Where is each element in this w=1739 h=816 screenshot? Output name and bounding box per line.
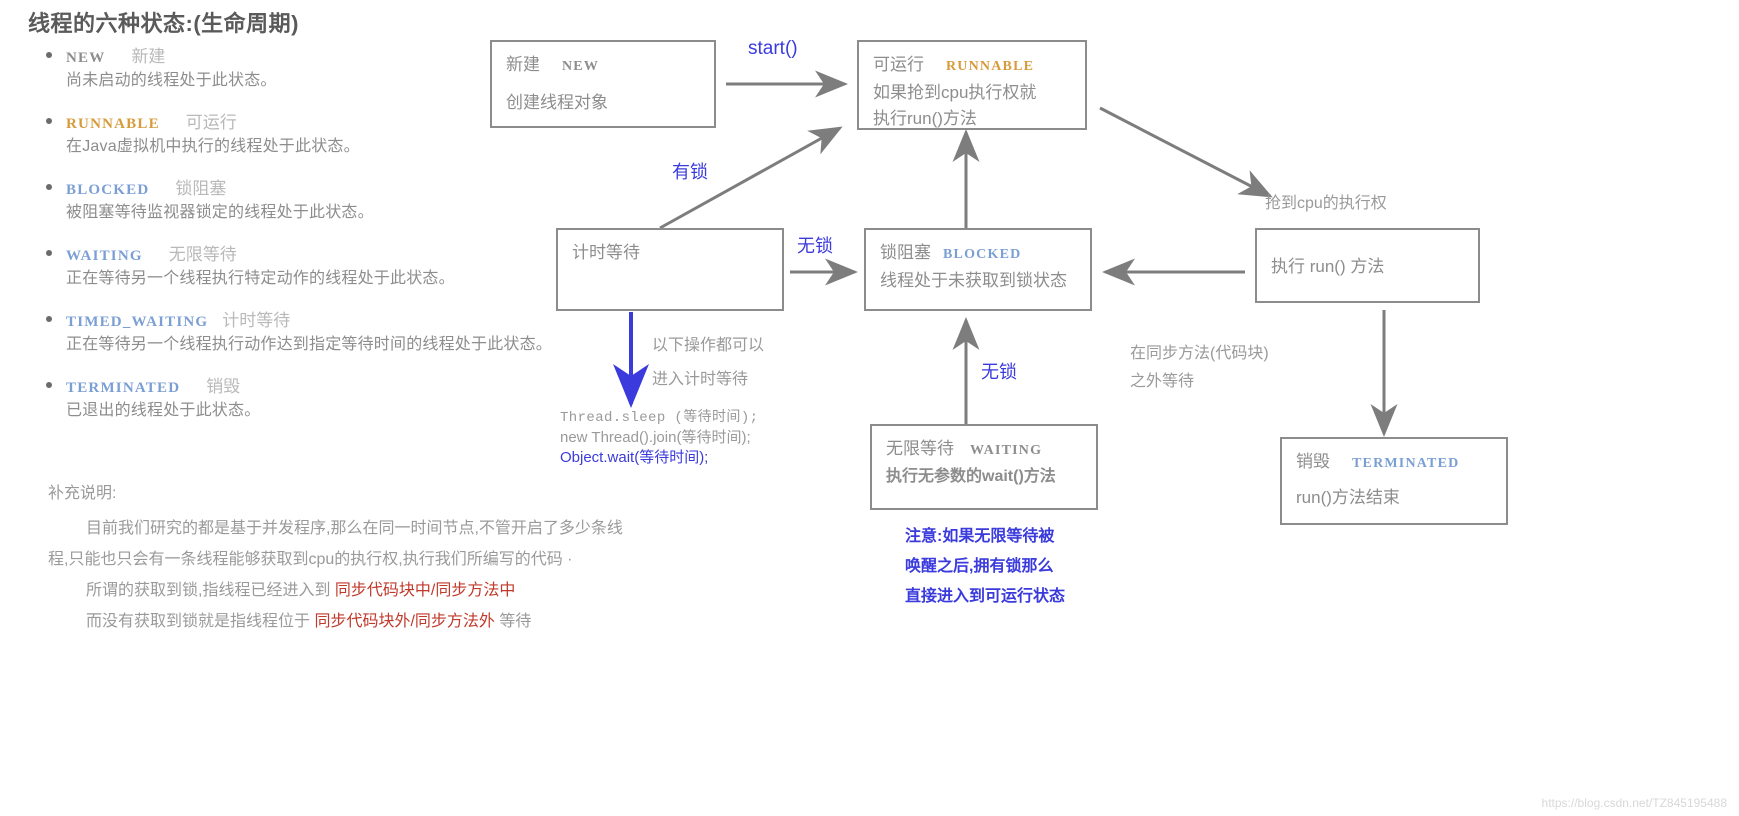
sleep-code-line3: Object.wait(等待时间);	[560, 449, 709, 466]
list-item: BLOCKED 锁阻塞 被阻塞等待监视器锁定的线程处于此状态。	[44, 174, 664, 222]
box-timed-waiting: 计时等待	[556, 228, 784, 311]
box-run-cn: 执行 run() 方法	[1271, 257, 1385, 276]
note-heading: 补充说明:	[48, 485, 117, 502]
sleep-code-block: Thread.sleep (等待时间); new Thread().join(等…	[560, 408, 820, 468]
label-sleep-hint: 以下操作都可以 进入计时等待	[652, 332, 764, 394]
box-blocked-code: BLOCKED	[943, 247, 1022, 262]
box-terminated-cn: 销毁	[1296, 452, 1330, 471]
box-terminated-title-row: 销毁 TERMINATED	[1296, 449, 1492, 477]
state-label-cn: 计时等待	[222, 311, 291, 330]
box-runnable-line3: 执行run()方法	[873, 109, 977, 128]
waiting-note-line1: 注意:如果无限等待被	[905, 528, 1055, 545]
bullet-icon	[46, 184, 52, 190]
box-blocked: 锁阻塞 BLOCKED 线程处于未获取到锁状态	[864, 228, 1092, 311]
state-description: 尚未启动的线程处于此状态。	[66, 72, 277, 89]
label-outside-sync-line1: 在同步方法(代码块)	[1130, 345, 1269, 362]
box-run-method: 执行 run() 方法	[1255, 228, 1480, 303]
note-line-4-text: 而没有获取到锁就是指线程位于	[86, 613, 315, 630]
sleep-code-line1: Thread.sleep (等待时间);	[560, 410, 759, 426]
box-new-line2: 创建线程对象	[506, 93, 608, 112]
box-runnable-title-row: 可运行 RUNNABLE	[873, 52, 1071, 80]
box-waiting: 无限等待 WAITING 执行无参数的wait()方法	[870, 424, 1098, 510]
label-sleep-hint-line2: 进入计时等待	[652, 371, 749, 388]
box-runnable-code: RUNNABLE	[946, 59, 1035, 74]
box-waiting-code: WAITING	[970, 443, 1043, 458]
bullet-icon	[46, 52, 52, 58]
state-code: NEW	[66, 50, 106, 66]
box-terminated: 销毁 TERMINATED run()方法结束	[1280, 437, 1508, 525]
label-no-lock-lower: 无锁	[981, 362, 1017, 382]
arrow-runnable-to-run	[1099, 106, 1273, 198]
box-waiting-title-row: 无限等待 WAITING	[886, 436, 1082, 464]
box-timed-cn: 计时等待	[572, 243, 640, 262]
state-description: 被阻塞等待监视器锁定的线程处于此状态。	[66, 204, 374, 221]
state-label-cn: 可运行	[185, 113, 237, 132]
state-code: RUNNABLE	[66, 116, 160, 132]
box-runnable-cn: 可运行	[873, 55, 924, 74]
state-label-cn: 新建	[131, 47, 166, 66]
note-line-1: 目前我们研究的都是基于并发程序,那么在同一时间节点,不管开启了多少条线	[86, 520, 623, 537]
waiting-note-line3: 直接进入到可运行状态	[905, 588, 1066, 605]
list-item: TERMINATED 销毁 已退出的线程处于此状态。	[44, 372, 664, 420]
watermark: https://blog.csdn.net/TZ845195488	[1541, 796, 1727, 810]
box-waiting-line2: 执行无参数的wait()方法	[886, 468, 1056, 485]
note-line-4: 而没有获取到锁就是指线程位于 同步代码块外/同步方法外 等待	[48, 606, 748, 637]
bullet-icon	[46, 382, 52, 388]
list-item: RUNNABLE 可运行 在Java虚拟机中执行的线程处于此状态。	[44, 108, 664, 156]
box-new: 新建 NEW 创建线程对象	[490, 40, 716, 128]
list-item: WAITING 无限等待 正在等待另一个线程执行特定动作的线程处于此状态。	[44, 240, 664, 288]
list-item: NEW 新建 尚未启动的线程处于此状态。	[44, 42, 664, 90]
label-outside-sync: 在同步方法(代码块) 之外等待	[1130, 340, 1269, 396]
bullet-icon	[46, 118, 52, 124]
state-code: WAITING	[66, 248, 143, 264]
label-start: start()	[748, 38, 798, 59]
note-line-3-text: 所谓的获取到锁,指线程已经进入到	[86, 582, 335, 599]
box-runnable-line2: 如果抢到cpu执行权就	[873, 83, 1037, 102]
note-line-3-highlight: 同步代码块中/同步方法中	[334, 582, 516, 599]
state-label-cn: 销毁	[206, 377, 241, 396]
state-label-cn: 无限等待	[168, 245, 237, 264]
note-line-4-highlight: 同步代码块外/同步方法外	[314, 613, 495, 630]
box-waiting-cn: 无限等待	[886, 439, 954, 458]
box-runnable: 可运行 RUNNABLE 如果抢到cpu执行权就 执行run()方法	[857, 40, 1087, 130]
waiting-note-line2: 唤醒之后,拥有锁那么	[905, 558, 1054, 575]
box-terminated-code: TERMINATED	[1352, 456, 1460, 471]
box-new-cn: 新建	[506, 55, 540, 74]
box-new-code: NEW	[562, 59, 600, 74]
sleep-code-line2: new Thread().join(等待时间);	[560, 429, 751, 446]
list-item: TIMED_WAITING 计时等待 正在等待另一个线程执行动作达到指定等待时间…	[44, 306, 664, 354]
state-label-cn: 锁阻塞	[175, 179, 227, 198]
label-sleep-hint-line1: 以下操作都可以	[652, 337, 765, 354]
state-code: BLOCKED	[66, 182, 150, 198]
state-code: TERMINATED	[66, 380, 181, 396]
label-no-lock-upper: 无锁	[797, 236, 833, 256]
thread-state-list: NEW 新建 尚未启动的线程处于此状态。 RUNNABLE 可运行 在Java虚…	[44, 42, 664, 438]
supplementary-note: 补充说明: 目前我们研究的都是基于并发程序,那么在同一时间节点,不管开启了多少条…	[48, 478, 748, 637]
state-description: 正在等待另一个线程执行动作达到指定等待时间的线程处于此状态。	[66, 336, 553, 353]
state-code: TIMED_WAITING	[66, 314, 209, 330]
page-title: 线程的六种状态:(生命周期)	[28, 11, 299, 36]
box-blocked-cn: 锁阻塞	[880, 243, 931, 262]
box-new-title-row: 新建 NEW	[506, 52, 700, 80]
box-blocked-title-row: 锁阻塞 BLOCKED	[880, 240, 1076, 268]
box-terminated-line2: run()方法结束	[1296, 488, 1400, 507]
bullet-icon	[46, 316, 52, 322]
state-description: 在Java虚拟机中执行的线程处于此状态。	[66, 138, 360, 155]
state-description: 正在等待另一个线程执行特定动作的线程处于此状态。	[66, 270, 455, 287]
label-outside-sync-line2: 之外等待	[1130, 373, 1195, 390]
note-line-2: 程,只能也只会有一条线程能够获取到cpu的执行权,执行我们所编写的代码 ·	[48, 551, 573, 568]
state-description: 已退出的线程处于此状态。	[66, 402, 261, 419]
note-line-3: 所谓的获取到锁,指线程已经进入到 同步代码块中/同步方法中	[48, 575, 748, 606]
bullet-icon	[46, 250, 52, 256]
label-has-lock: 有锁	[672, 162, 708, 182]
note-line-4-suffix: 等待	[494, 613, 532, 630]
label-got-cpu: 抢到cpu的执行权	[1265, 195, 1387, 212]
box-blocked-line2: 线程处于未获取到锁状态	[880, 271, 1067, 290]
waiting-wakeup-note: 注意:如果无限等待被 唤醒之后,拥有锁那么 直接进入到可运行状态	[905, 522, 1125, 612]
